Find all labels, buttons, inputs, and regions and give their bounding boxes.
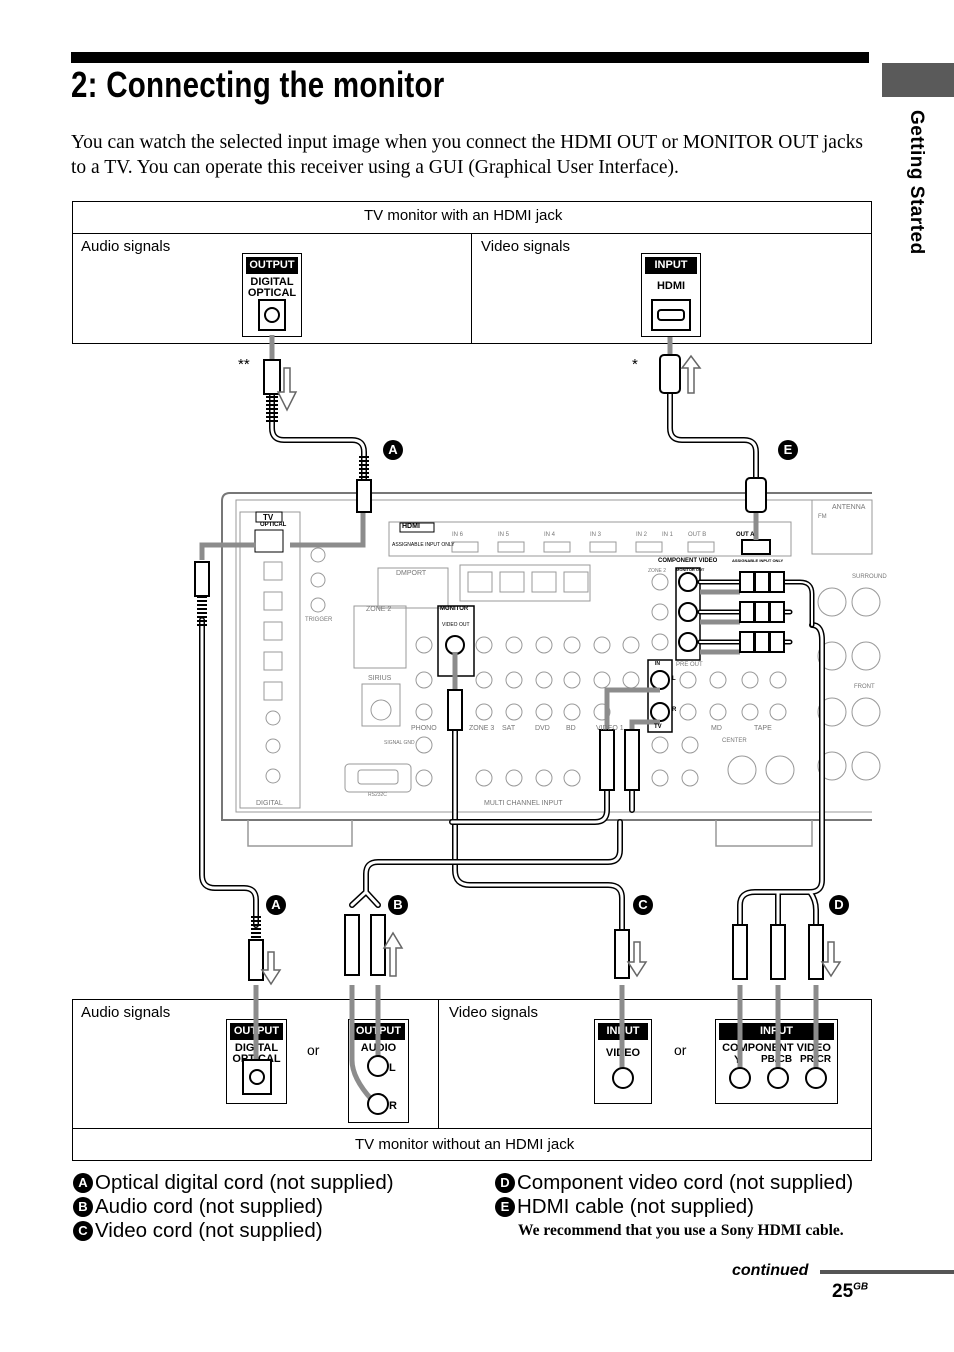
panel-label-center: CENTER [722,738,747,744]
panel-label-fm: FM [818,514,827,520]
or-text-audio: or [307,1042,320,1058]
continued-label: continued [732,1262,809,1279]
top-audio-label: Audio signals [81,238,171,255]
cable-plugs [194,299,842,1115]
panel-label-tv-l: L [672,676,676,682]
top-table [72,201,872,344]
panel-label-in2: IN 2 [636,532,648,538]
panel-label-tv-box: TV [654,724,662,730]
panel-label-dvd: DVD [535,725,550,732]
top-video-label: Video signals [481,238,570,255]
panel-label-pre-out: PRE OUT [676,662,703,668]
callout-e: E [778,440,800,460]
callout-a-bottom: A [266,895,288,915]
panel-label-antenna: ANTENNA [832,504,866,511]
panel-label-optical: OPTICAL [260,522,287,528]
note-mark-single: * [632,356,638,373]
callout-c: C [633,895,655,915]
panel-label-signal-gnd: SIGNAL GND [384,740,415,746]
panel-label-sat: SAT [502,725,516,732]
page-number: 25GB [832,1281,869,1302]
bottom-table [72,999,872,1161]
bottom-video-label: Video signals [449,1004,538,1021]
panel-label-outb: OUT B [688,532,707,538]
panel-label-bd: BD [566,725,576,732]
panel-label-video-out: VIDEO OUT [442,622,470,628]
panel-label-phono: PHONO [411,725,437,732]
panel-label-multichannel: MULTI CHANNEL INPUT [484,800,563,807]
panel-label-tv-r: R [672,707,677,713]
panel-label-sirius: SIRIUS [368,675,392,682]
panel-label-dmport: DMPORT [396,570,427,577]
panel-label-in3: IN 3 [590,532,602,538]
receiver-rear-panel [221,492,881,847]
panel-label-assignable: ASSIGNABLE INPUT ONLY [392,542,455,548]
callout-b: B [388,895,410,915]
panel-label-zone2: ZONE 2 [366,606,392,613]
callout-a-top: A [383,440,405,460]
hdmi-recommendation: We recommend that you use a Sony HDMI ca… [518,1222,844,1239]
panel-label-tv-in: IN [655,661,660,667]
panel-label-zone2-comp: ZONE 2 [648,568,667,574]
panel-label-trigger: TRIGGER [305,617,333,623]
bottom-table-title: TV monitor without an HDMI jack [355,1136,575,1153]
panel-label-component-video: COMPONENT VIDEO [658,558,718,564]
bottom-audio-label: Audio signals [81,1004,171,1021]
panel-label-surround: SURROUND [852,574,887,580]
panel-label-outa: OUT A [736,532,755,538]
callout-d: D [829,895,851,915]
note-mark-double: ** [238,356,250,373]
section-label: Getting Started [906,110,927,255]
continued-rule [820,1270,954,1274]
panel-label-front: FRONT [854,684,875,690]
section-tab [882,63,954,97]
panel-label-tv: TV [263,513,274,522]
panel-label-monitor-out: MONITOR OUT [676,567,705,572]
panel-label-in5: IN 5 [498,532,510,538]
panel-label-monitor: MONITOR [440,606,469,612]
panel-label-zone3: ZONE 3 [469,725,495,732]
panel-label-in1: IN 1 [662,532,674,538]
panel-label-video1: VIDEO 1 [596,725,624,732]
top-table-title: TV monitor with an HDMI jack [364,207,563,224]
or-text-video: or [674,1042,687,1058]
page-title: 2: Connecting the monitor [71,64,445,105]
title-rule [71,52,869,63]
panel-label-md: MD [711,725,722,732]
panel-label-hdmi: HDMI [402,523,420,530]
panel-label-rs232c: RS232C [368,792,387,798]
panel-label-in4: IN 4 [544,532,556,538]
panel-label-tape: TAPE [754,725,772,732]
panel-label-assignable-comp: ASSIGNABLE INPUT ONLY [732,558,784,563]
panel-label-in6: IN 6 [452,532,464,538]
panel-label-digital: DIGITAL [256,800,283,807]
intro-paragraph: You can watch the selected input image w… [71,132,863,178]
